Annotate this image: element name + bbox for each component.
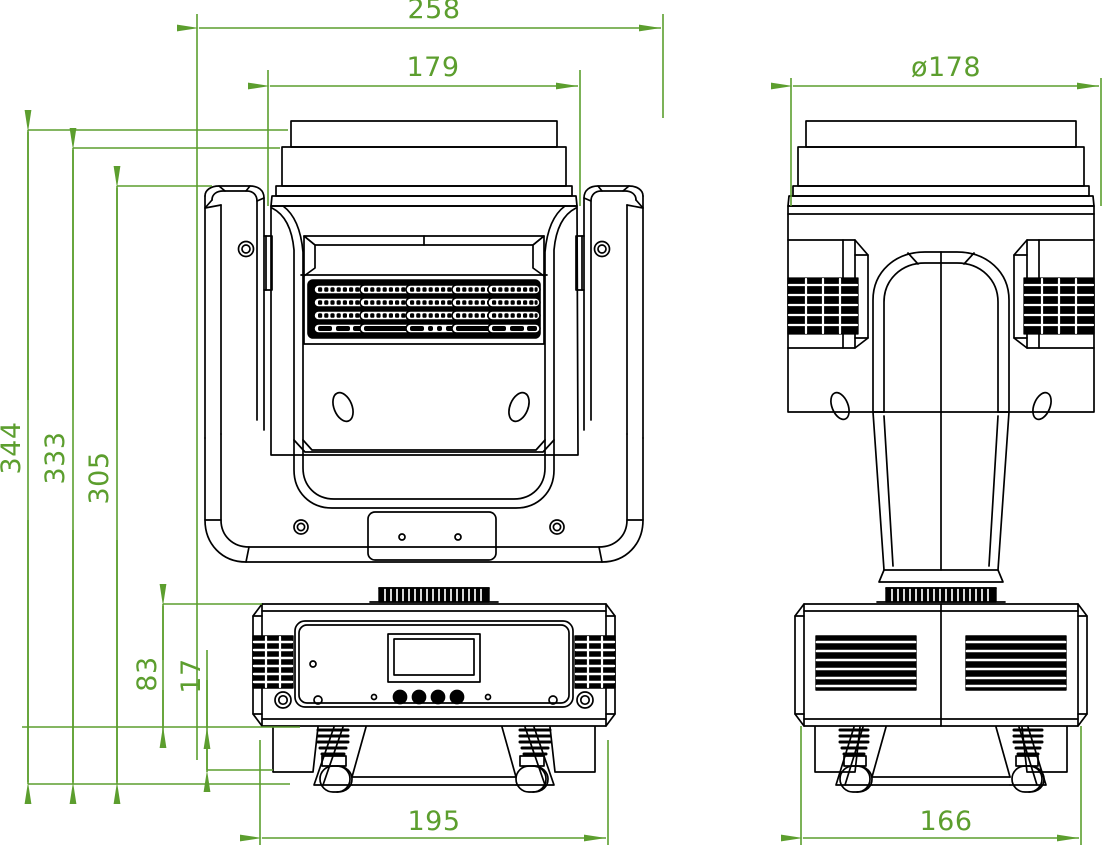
dim-333 (69, 128, 280, 804)
base-vent-right (574, 635, 616, 689)
dim-83 (159, 584, 262, 748)
head-top-cap (270, 120, 578, 207)
dim-178 (771, 78, 1102, 206)
dim-195 (240, 740, 609, 845)
head-body (270, 205, 579, 456)
side-head-top-cap (787, 120, 1095, 207)
side-spring-left (838, 728, 870, 756)
pan-collar (369, 587, 499, 603)
side-head-underside-vents (830, 391, 1052, 421)
base-housing (252, 603, 616, 727)
side-view-group (787, 120, 1095, 793)
side-vent-left (787, 239, 869, 349)
dim-166 (781, 726, 1082, 845)
head-grille-bezel (300, 235, 548, 345)
base-vent-left (252, 635, 294, 689)
dim-305 (113, 166, 212, 804)
grille-slot-matrix (313, 284, 541, 334)
side-base-housing (794, 603, 1088, 727)
base-corner-screws (274, 691, 594, 709)
side-omega-bracket-assembly (814, 726, 1068, 793)
front-view-group (204, 120, 644, 793)
side-base-vent-left (815, 635, 917, 691)
head-underside-lens-vents (332, 391, 530, 423)
dim-label-178: ø178 (911, 52, 981, 83)
dim-258 (177, 14, 664, 760)
dim-label-195: 195 (407, 806, 460, 837)
dim-label-83: 83 (132, 656, 163, 691)
spring-right (518, 728, 552, 756)
side-yoke-skirt (872, 411, 1010, 583)
dim-17 (203, 650, 273, 792)
yoke-bridge (204, 433, 644, 563)
dim-label-333: 333 (40, 431, 71, 484)
dim-label-258: 258 (407, 0, 460, 25)
yoke-arm-left (204, 185, 273, 439)
side-pan-collar (876, 587, 1006, 603)
dim-label-344: 344 (0, 421, 27, 474)
side-spring-right (1012, 728, 1044, 756)
dim-label-305: 305 (84, 451, 115, 504)
dimension-labels: 258 179 ø178 344 333 305 83 17 195 166 (0, 0, 981, 837)
fixture-outlines (204, 120, 1095, 793)
dim-label-17: 17 (176, 658, 207, 693)
dimension-layer (22, 14, 1102, 845)
dim-label-179: 179 (406, 52, 459, 83)
dim-179 (248, 70, 581, 206)
side-base-vent-right (965, 635, 1067, 691)
yoke-bridge-screws (293, 519, 565, 535)
head-lower-bevel (293, 439, 555, 453)
nameplate (367, 511, 497, 561)
dim-label-166: 166 (919, 806, 972, 837)
side-vent-right (1013, 239, 1095, 349)
side-yoke-channel (872, 251, 1010, 413)
spring-left (316, 728, 350, 756)
side-head-body (787, 205, 1095, 413)
omega-bracket-assembly (272, 726, 596, 793)
yoke-arm-right (575, 185, 644, 439)
